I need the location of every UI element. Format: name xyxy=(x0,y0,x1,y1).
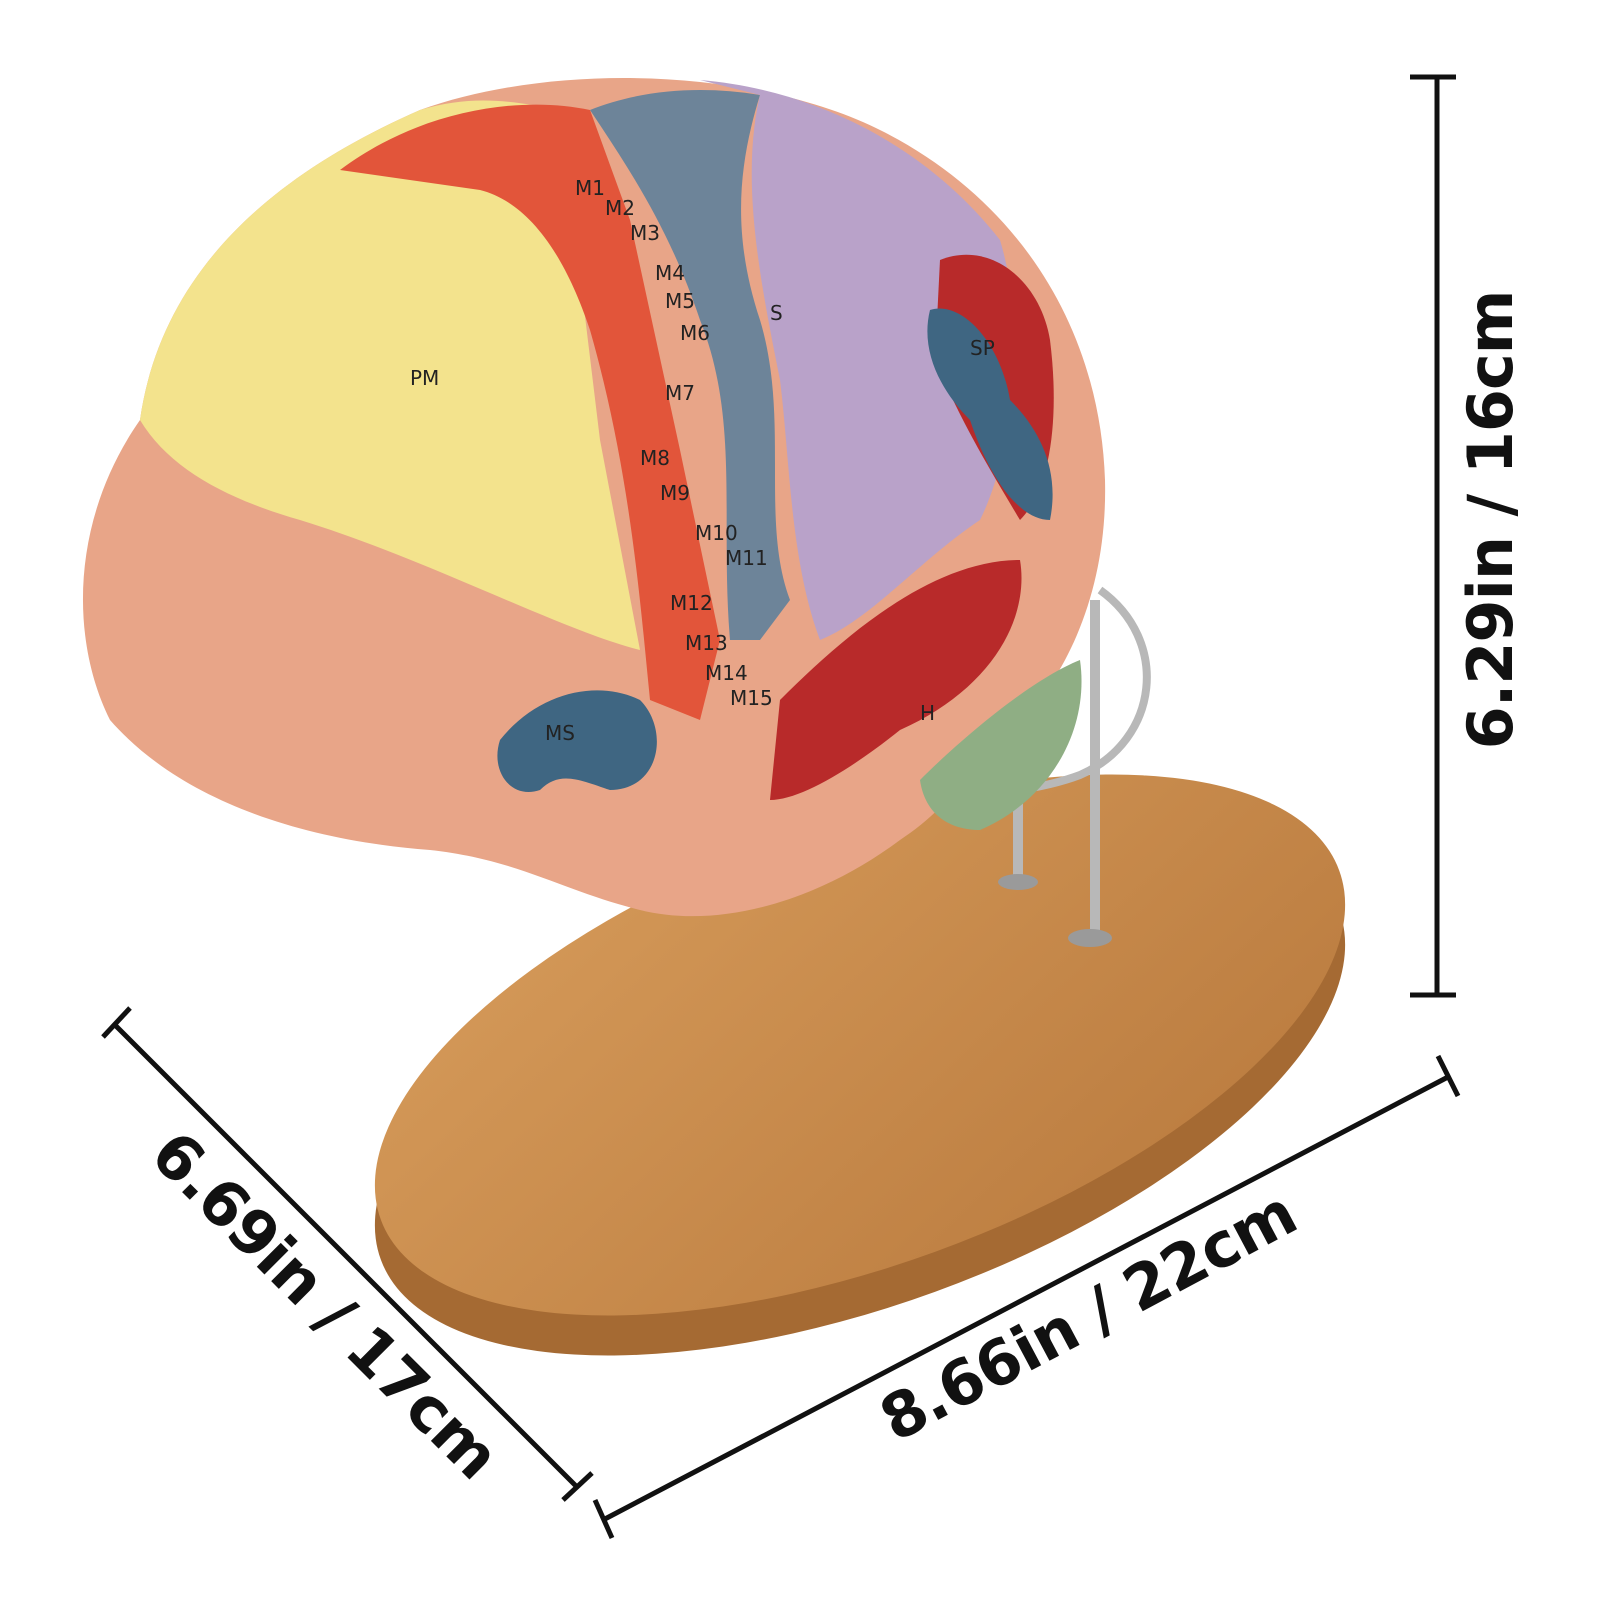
label-m15: M15 xyxy=(730,686,773,710)
brain-model: M1 M2 M3 M4 M5 M6 M7 M8 M9 M10 M11 M12 M… xyxy=(82,77,1106,917)
label-ms: MS xyxy=(545,721,575,745)
label-m14: M14 xyxy=(705,661,748,685)
label-m13: M13 xyxy=(685,631,728,655)
label-m7: M7 xyxy=(665,381,695,405)
label-m3: M3 xyxy=(630,221,660,245)
label-m8: M8 xyxy=(640,446,670,470)
height-label: 6.29in / 16cm xyxy=(1454,291,1527,750)
height-dimension xyxy=(1410,74,1456,998)
label-sp: SP xyxy=(970,336,995,360)
label-h: H xyxy=(920,701,935,725)
label-m6: M6 xyxy=(680,321,710,345)
label-m2: M2 xyxy=(605,196,635,220)
label-m10: M10 xyxy=(695,521,738,545)
label-m11: M11 xyxy=(725,546,768,570)
label-pm: PM xyxy=(410,366,439,390)
width-dimension xyxy=(592,1054,1461,1540)
label-s: S xyxy=(770,301,783,325)
label-m5: M5 xyxy=(665,289,695,313)
wooden-base xyxy=(374,774,1346,1356)
depth-dimension xyxy=(101,1006,594,1502)
label-m1: M1 xyxy=(575,176,605,200)
label-m9: M9 xyxy=(660,481,690,505)
brain-region-labels: M1 M2 M3 M4 M5 M6 M7 M8 M9 M10 M11 M12 M… xyxy=(410,176,995,745)
label-m12: M12 xyxy=(670,591,713,615)
label-m4: M4 xyxy=(655,261,685,285)
